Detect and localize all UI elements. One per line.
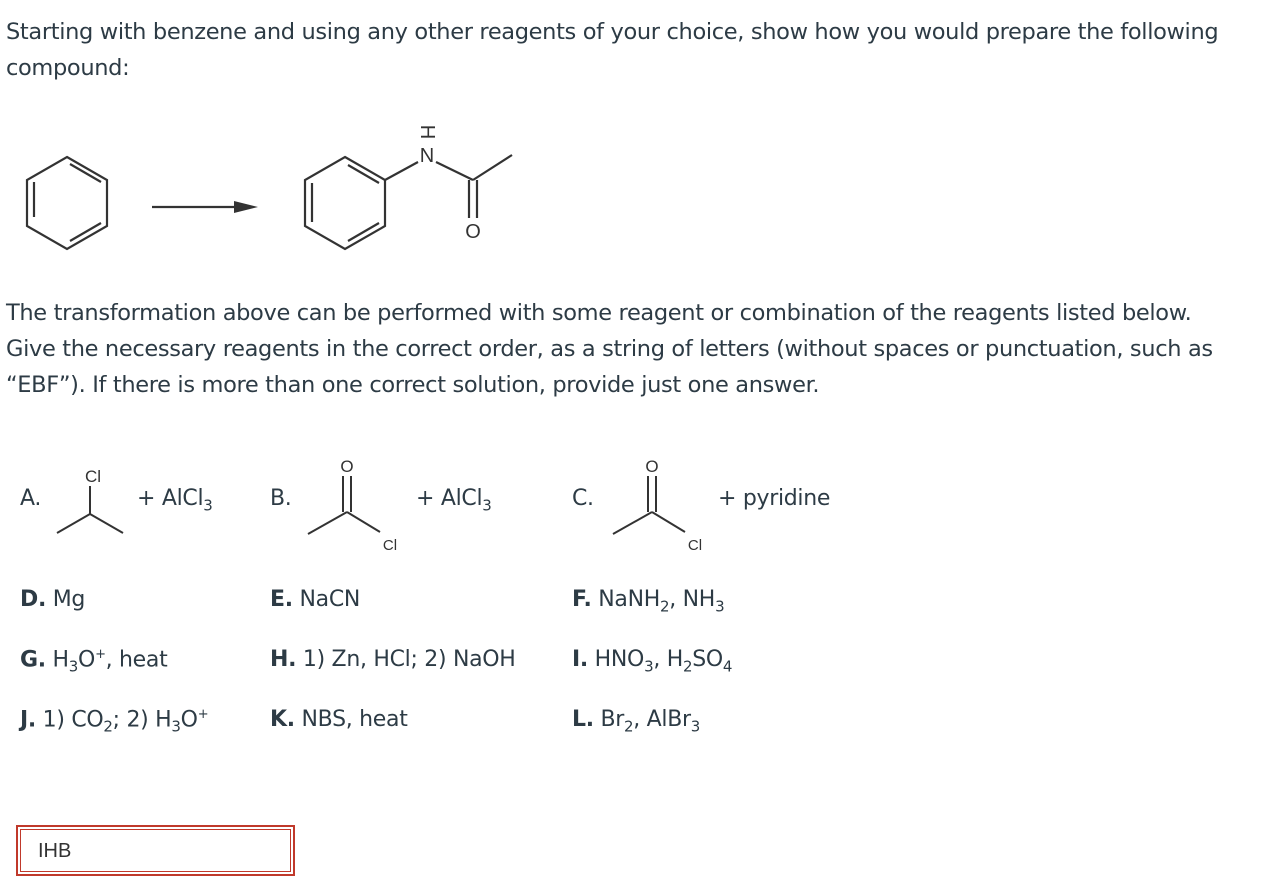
option-j-letter: J. — [20, 707, 36, 733]
option-h-text: 1) Zn, HCl; 2) NaOH — [302, 647, 516, 672]
option-g-part2: O — [78, 647, 96, 673]
reaction-scheme: N H O — [25, 125, 513, 251]
option-a-structure: Cl — [56, 467, 124, 534]
question-line-2: compound: — [6, 55, 130, 81]
option-i-letter: I. — [572, 647, 588, 672]
option-c-letter: C. — [572, 486, 594, 511]
option-b-reagent-text: + AlCl — [416, 486, 483, 511]
option-h: H. 1) Zn, HCl; 2) NaOH — [270, 647, 516, 672]
option-j-part1: 1) CO — [42, 707, 104, 733]
option-i-part2: , H — [653, 647, 683, 672]
instructions-line-3: “EBF”). If there is more than one correc… — [6, 372, 820, 398]
option-a-letter: A. — [20, 486, 42, 511]
hydrogen-label: H — [416, 125, 438, 139]
option-g: G. H3O+, heat — [20, 647, 168, 676]
option-g-sub1: 3 — [68, 657, 79, 676]
option-c-structure: O Cl — [612, 457, 702, 552]
option-j-sub1: 2 — [103, 717, 113, 736]
benzene-structure — [25, 155, 109, 251]
option-g-letter: G. — [20, 647, 46, 673]
option-a-cl-label: Cl — [85, 467, 101, 486]
option-j: J. 1) CO2; 2) H3O+ — [20, 707, 209, 736]
option-l-letter: L. — [572, 707, 594, 732]
option-i-part3: SO — [692, 647, 723, 672]
option-i-part1: HNO — [594, 647, 645, 672]
option-i: I. HNO3, H2SO4 — [572, 647, 732, 675]
product-structure — [303, 154, 513, 251]
option-i-sub1: 3 — [644, 657, 654, 676]
option-k-text: NBS, heat — [301, 707, 408, 732]
option-e-letter: E. — [270, 587, 293, 612]
option-b-subscript: 3 — [482, 496, 492, 515]
option-g-part3: , heat — [105, 647, 168, 673]
option-h-letter: H. — [270, 647, 297, 672]
option-l-sub1: 2 — [624, 717, 634, 736]
option-f-letter: F. — [572, 587, 592, 612]
option-f-part2: , NH — [669, 587, 716, 612]
answer-value[interactable]: IHB — [20, 829, 291, 872]
option-l: L. Br2, AlBr3 — [572, 707, 700, 735]
answer-input[interactable]: IHB — [16, 825, 295, 876]
option-f-sub1: 2 — [660, 597, 670, 616]
option-d-letter: D. — [20, 587, 47, 612]
option-k: K. NBS, heat — [270, 707, 408, 732]
option-a-subscript: 3 — [203, 496, 213, 515]
option-g-sup: + — [95, 647, 106, 662]
option-l-sub2: 3 — [690, 717, 701, 736]
option-i-sub2: 2 — [682, 657, 693, 676]
option-f: F. NaNH2, NH3 — [572, 587, 725, 616]
option-b-letter: B. — [270, 486, 292, 511]
option-e-text: NaCN — [299, 587, 361, 612]
instructions-text: The transformation above can be performe… — [6, 295, 1213, 403]
option-l-part2: , AlBr — [633, 707, 691, 732]
option-g-part1: H — [52, 647, 70, 673]
question-line-1: Starting with benzene and using any othe… — [6, 19, 1219, 45]
question-text: Starting with benzene and using any othe… — [6, 14, 1219, 86]
option-k-letter: K. — [270, 707, 295, 732]
instructions-line-1: The transformation above can be performe… — [6, 300, 1192, 326]
option-d: D. Mg — [20, 587, 85, 612]
option-b-structure: O Cl — [307, 457, 397, 552]
option-j-part3: O — [180, 707, 198, 733]
oxygen-label: O — [465, 221, 481, 243]
option-d-text: Mg — [52, 587, 86, 612]
option-j-sup: + — [197, 707, 209, 722]
option-e: E. NaCN — [270, 587, 360, 612]
option-c-o-label: O — [645, 457, 658, 476]
option-i-sub3: 4 — [722, 657, 733, 676]
option-b-cl-label: Cl — [383, 537, 397, 552]
option-b-o-label: O — [340, 457, 353, 476]
option-c-cl-label: Cl — [688, 537, 702, 552]
option-c-reagent: + pyridine — [718, 486, 831, 511]
option-f-part1: NaNH — [598, 587, 661, 612]
instructions-line-2: Give the necessary reagents in the corre… — [6, 336, 1213, 362]
option-b-reagent: + AlCl3 — [416, 486, 492, 514]
option-f-sub2: 3 — [715, 597, 725, 616]
nitrogen-label: N — [420, 145, 434, 167]
option-j-part2: ; 2) H — [112, 707, 172, 733]
reaction-arrow — [152, 201, 258, 213]
option-a-reagent-text: + AlCl — [137, 486, 204, 511]
option-j-sub2: 3 — [171, 717, 181, 736]
option-l-part1: Br — [600, 707, 625, 732]
option-a-reagent: + AlCl3 — [137, 486, 213, 514]
